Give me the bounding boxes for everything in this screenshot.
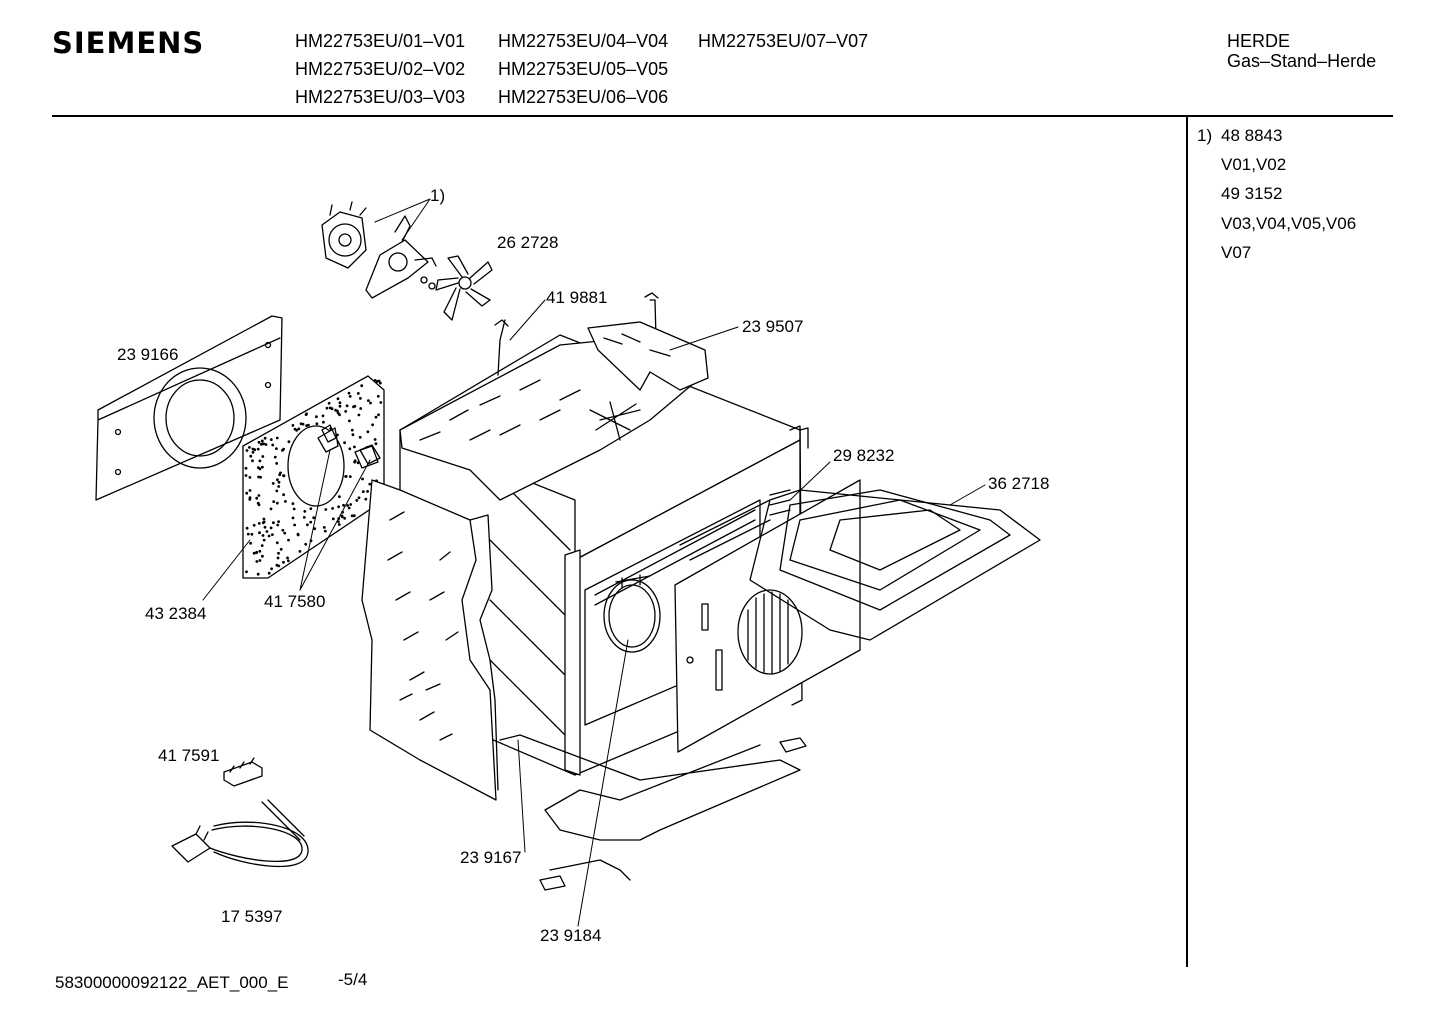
page-number: -5/4 xyxy=(338,970,368,989)
model-number: HM22753EU/07–V07 xyxy=(698,31,869,51)
note-marker: 1) xyxy=(1197,126,1213,145)
part-label: 23 9167 xyxy=(460,848,522,867)
part-label: 29 8232 xyxy=(833,446,895,465)
brand-logo: SIEMENS xyxy=(52,26,205,60)
part-label: 23 9184 xyxy=(540,926,602,945)
model-number: HM22753EU/03–V03 xyxy=(295,87,466,107)
fan-cover-panel xyxy=(674,479,861,753)
terminal-block xyxy=(223,757,263,787)
category-title: HERDE xyxy=(1227,31,1291,51)
header-divider xyxy=(52,115,1393,117)
note-line: 49 3152 xyxy=(1221,184,1283,203)
grill-heating-element xyxy=(749,489,1041,641)
part-label: 41 7580 xyxy=(264,592,326,611)
power-cord xyxy=(171,799,309,868)
model-number: HM22753EU/01–V01 xyxy=(295,31,466,51)
part-label: 23 9166 xyxy=(117,345,179,364)
insulation-mat xyxy=(242,375,385,579)
notes-divider xyxy=(1186,115,1188,967)
part-label: 17 5397 xyxy=(221,907,283,926)
part-label: 36 2718 xyxy=(988,474,1050,493)
part-label: 41 9881 xyxy=(546,288,608,307)
note-line: 48 8843 xyxy=(1221,126,1283,145)
side-insulation xyxy=(361,479,499,801)
category-subtitle: Gas–Stand–Herde xyxy=(1227,51,1377,71)
exploded-view-drawing xyxy=(95,198,1041,927)
part-label: 23 9507 xyxy=(742,317,804,336)
leader-lines xyxy=(202,198,986,927)
bottom-heating-element xyxy=(499,734,807,891)
document-id: 58300000092122_AET_000_E xyxy=(55,973,289,992)
part-label: 1) xyxy=(430,186,446,205)
top-insulation xyxy=(399,321,709,501)
rear-cover-plate xyxy=(95,315,283,501)
part-label: 26 2728 xyxy=(497,233,559,252)
circular-heating-element xyxy=(603,574,661,653)
note-line: V03,V04,V05,V06 xyxy=(1221,214,1357,233)
model-number: HM22753EU/06–V06 xyxy=(498,87,669,107)
wire-clips xyxy=(321,424,381,465)
fan-motor-assembly xyxy=(321,201,437,299)
part-label: 43 2384 xyxy=(145,604,207,623)
note-line: V07 xyxy=(1221,243,1252,262)
part-label: 41 7591 xyxy=(158,746,220,765)
model-number: HM22753EU/05–V05 xyxy=(498,59,669,79)
model-number: HM22753EU/02–V02 xyxy=(295,59,466,79)
model-number: HM22753EU/04–V04 xyxy=(498,31,669,51)
fan-impeller xyxy=(435,255,493,321)
note-line: V01,V02 xyxy=(1221,155,1287,174)
